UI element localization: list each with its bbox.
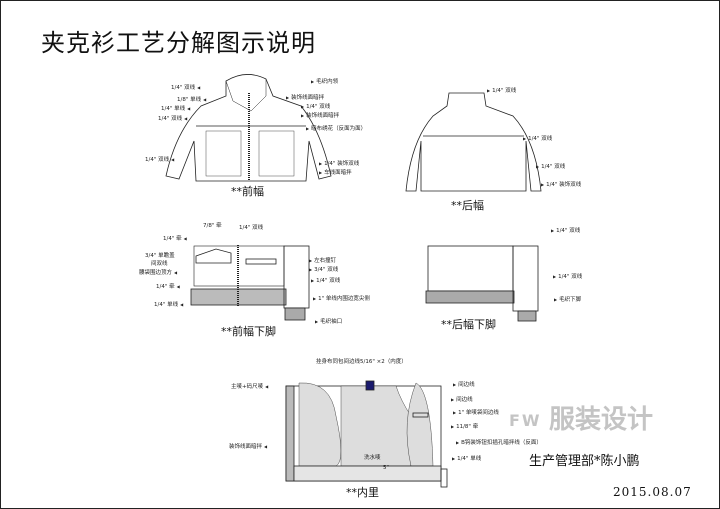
lining-label: 1" 单唛袋间边线 [453,409,499,417]
lining-drawing [285,380,448,488]
back-hem-label: 1/4" 双线 [551,227,580,235]
back-hem-label: 1/4" 双线 [553,273,582,281]
back-label: 1/4" 双线 [523,135,552,143]
front-hem-label: 3/4" 双线 [309,266,338,274]
front-label: 1/4" 双线 [145,156,174,164]
back-hem-caption: **后幅下脚 [441,318,496,331]
front-label: 1/4" 双线 [301,103,330,111]
front-label: 毛织内领 [311,78,338,86]
front-hem-label: 3/4" 单瞻盖 [145,253,175,259]
author-signature: 生产管理部*陈小鹏 [529,454,640,469]
document-date: 2015.08.07 [613,485,692,499]
front-label: 装饰线面暗拌 [286,94,324,102]
front-hem-drawing [190,245,310,321]
front-label: 装饰线面暗拌 [301,112,339,120]
lining-label: 5" [383,465,390,471]
page-title: 夹克衫工艺分解图示说明 [41,29,316,57]
lining-label: 洗水唛 [364,455,381,461]
front-hem-caption: **前幅下脚 [221,325,276,338]
watermark-logo: 服装设计 [549,405,654,435]
front-hem-label: 腰袋围边顶方 [139,269,177,277]
front-label: 暗布绣花（反面为面） [306,125,366,133]
front-label: 1/4" 单线 [161,105,190,113]
back-caption: **后幅 [451,199,484,212]
front-caption: **前幅 [231,185,264,198]
front-hem-label: 1/4" 牵 [156,283,180,291]
front-hem-label: 1/4" 双线 [239,225,264,231]
front-label: 车线面暗拌 [319,169,352,177]
front-hem-label: 1/4" 单线 [154,301,183,309]
front-label: 1/4" 双线 [158,115,187,123]
lining-label: B钩装饰钮扣插孔暗拌线（反面） [456,439,542,447]
lining-label: 装饰线面暗拌 [229,443,267,451]
lining-caption: **内里 [346,486,379,499]
front-hem-label: 间双线 [151,261,168,267]
back-jacket-drawing [405,92,542,192]
watermark-sub: FW [509,411,542,430]
front-hem-label: 1/4" 双线 [311,277,340,285]
lining-label: 间边线 [453,381,475,389]
lining-label: 间边线 [451,396,473,404]
lining-label: 挂身布同包间边线5/16" ×2（内度） [316,359,407,365]
front-label: 1/4" 装饰双线 [319,160,359,168]
front-hem-label: 1/4" 牵 [163,235,187,243]
front-hem-label: 左右撞钉 [309,257,336,265]
lining-label: 1/4" 单线 [452,455,481,463]
back-label: 1/4" 双线 [536,163,565,171]
front-label: 1/4" 双线 [171,84,200,92]
back-label: 1/4" 双线 [487,87,516,95]
lining-label: 11/8" 牵 [451,423,478,431]
front-label: 1/8" 单线 [177,96,206,104]
front-hem-label: 7/8" 牵 [203,223,222,229]
front-hem-label: 毛织袖口 [315,318,342,326]
front-hem-label: 1" 单线内围边宽尖侧 [313,295,370,303]
lining-label: 主唛+码尺唛 [231,383,268,391]
back-label: 1/4" 装饰双线 [541,181,581,189]
back-hem-drawing [425,245,539,322]
back-hem-label: 毛织下脚 [554,296,581,304]
